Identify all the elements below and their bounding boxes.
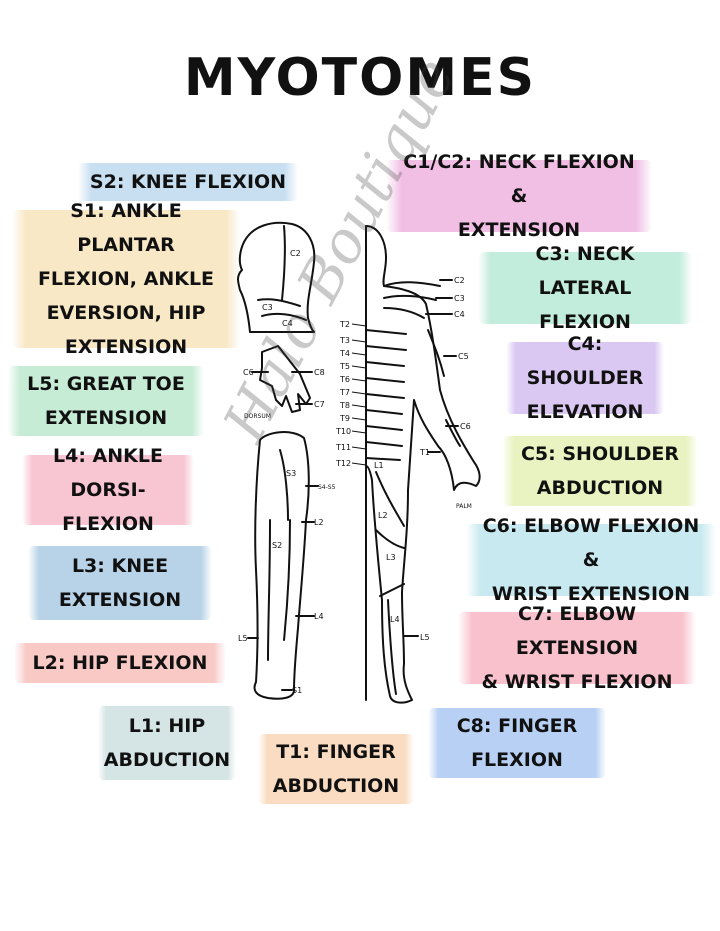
body-knee — [379, 583, 405, 597]
leg-s2-text: S2 — [272, 541, 282, 550]
body-arm-c5 — [427, 329, 445, 377]
body-hip — [375, 471, 405, 527]
body-ribs-7 — [365, 425, 403, 431]
body-l3-text: L3 — [386, 553, 396, 562]
body-l5-text: L5 — [420, 633, 430, 642]
body-l4-text: L4 — [390, 615, 400, 624]
body-ribs-8 — [365, 441, 403, 447]
leg-l2-text: L2 — [314, 518, 324, 527]
t4-text: T4 — [339, 349, 350, 358]
body-ribs-2 — [365, 345, 407, 351]
leg-s4s5-text: S4-S5 — [318, 484, 336, 491]
leg-s3-text: S3 — [286, 469, 296, 478]
t11-text: T11 — [335, 443, 351, 452]
body-c6-text: C6 — [460, 422, 471, 431]
body-t1-text: T1 — [419, 448, 430, 457]
label-c3: C3: NECK LATERAL FLEXION — [478, 243, 692, 333]
body-l2-text: L2 — [378, 511, 388, 520]
label-s1: S1: ANKLE PLANTAR FLEXION, ANKLE EVERSIO… — [12, 200, 240, 358]
body-ribs-1 — [365, 329, 407, 335]
label-c5: C5: SHOULDER ABDUCTION — [502, 436, 698, 506]
body-c2-text: C2 — [454, 276, 465, 285]
label-c7: C7: ELBOW EXTENSION & WRIST FLEXION — [458, 603, 696, 693]
label-c4: C4: SHOULDER ELEVATION — [506, 333, 664, 423]
body-thigh — [375, 529, 405, 549]
t10-text: T10 — [335, 427, 351, 436]
body-shoulder-3 — [383, 307, 425, 319]
body-c3-text: C3 — [454, 294, 465, 303]
body-shoulder-1 — [383, 281, 441, 287]
t12-text: T12 — [335, 459, 351, 468]
body-ribs-5 — [365, 393, 405, 399]
label-s2: S2: KNEE FLEXION — [78, 163, 298, 201]
body-l1-text: L1 — [374, 461, 384, 470]
leg-inner-3 — [267, 519, 271, 661]
body-ribs-3 — [365, 361, 405, 367]
label-l1: L1: HIP ABDUCTION — [98, 706, 236, 780]
leg-inner-1 — [279, 449, 289, 521]
leg-l5-text: L5 — [238, 634, 248, 643]
leg-l4-text: L4 — [314, 612, 324, 621]
label-c8: C8: FINGER FLEXION — [428, 708, 606, 778]
palm-text: PALM — [456, 503, 472, 510]
label-l2: L2: HIP FLEXION — [14, 643, 226, 683]
label-t1: T1: FINGER ABDUCTION — [258, 734, 414, 804]
t7-text: T7 — [339, 388, 350, 397]
leg-s1-text: S1 — [292, 686, 302, 695]
label-l3: L3: KNEE EXTENSION — [28, 546, 212, 620]
hand-c8-text: C8 — [314, 368, 325, 377]
t3-text: T3 — [339, 336, 350, 345]
label-l4: L4: ANKLE DORSI-FLEXION — [22, 445, 194, 535]
leg-inner-2 — [283, 519, 291, 641]
t6-text: T6 — [339, 375, 350, 384]
t8-text: T8 — [339, 401, 350, 410]
t2-text: T2 — [339, 320, 350, 329]
body-shin — [387, 599, 397, 695]
t5-text: T5 — [339, 362, 350, 371]
label-c1c2: C1/C2: NECK FLEXION & EXTENSION — [386, 151, 652, 241]
t9-text: T9 — [339, 414, 350, 423]
body-shoulder-2 — [383, 294, 437, 301]
body-ribs-6 — [365, 409, 403, 415]
body-arm-c6 — [445, 419, 461, 447]
hand-c7-text: C7 — [314, 400, 325, 409]
body-c5-text: C5 — [458, 352, 469, 361]
body-ribs-4 — [365, 377, 405, 383]
body-ribs-9 — [365, 457, 401, 461]
label-l5: L5: GREAT TOE EXTENSION — [8, 366, 204, 436]
leg-outline — [253, 431, 310, 700]
page-title: MYOTOMES — [183, 48, 537, 108]
label-c6: C6: ELBOW FLEXION & WRIST EXTENSION — [466, 515, 716, 605]
body-c4-text: C4 — [454, 310, 465, 319]
